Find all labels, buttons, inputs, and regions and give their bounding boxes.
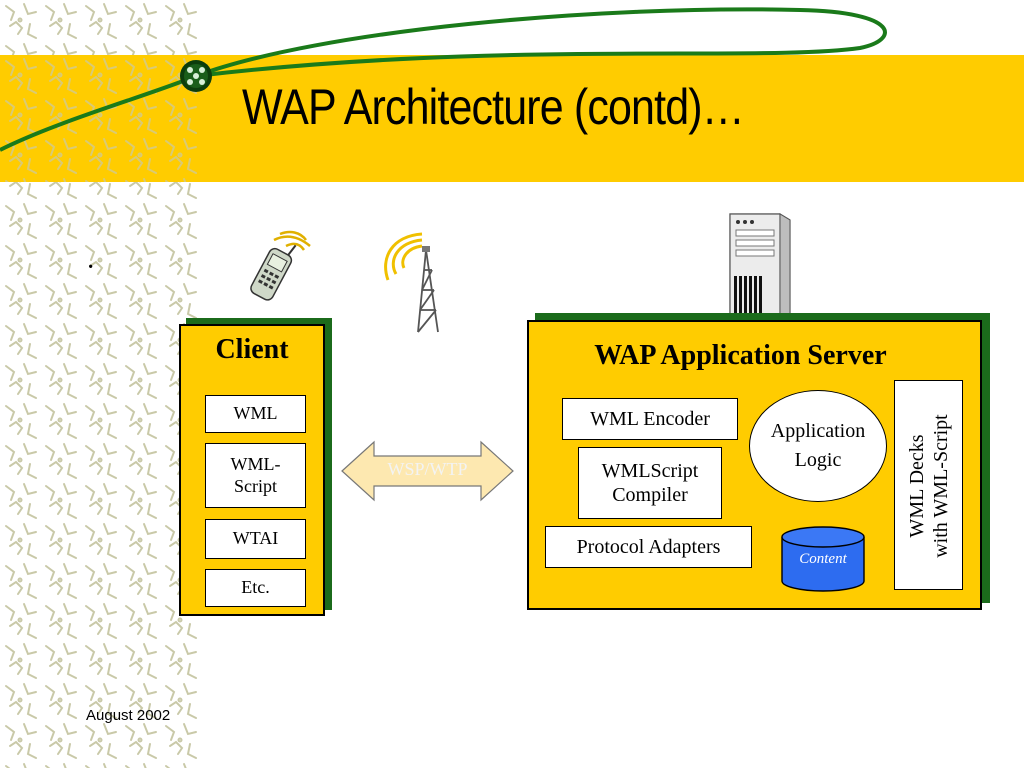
wml-encoder-box: WML Encoder xyxy=(562,398,738,440)
wmlscript-compiler-box: WMLScript Compiler xyxy=(578,447,722,519)
antenna-tower-icon xyxy=(384,232,439,333)
protocol-adapters-box: Protocol Adapters xyxy=(545,526,752,568)
client-title: Client xyxy=(215,334,289,365)
app-logic-line2: Logic xyxy=(794,449,842,471)
application-logic-ellipse: Application Logic xyxy=(749,390,887,502)
client-item-wtai: WTAI xyxy=(205,519,306,559)
client-item-wml: WML xyxy=(205,395,306,433)
client-item-label: WML xyxy=(233,403,278,424)
content-label: Content xyxy=(799,551,847,567)
client-item-etc: Etc. xyxy=(205,569,306,607)
app-logic-line1: Application xyxy=(770,420,866,442)
wml-decks-line1: WML Decks xyxy=(906,434,928,538)
server-computer-icon xyxy=(718,213,795,330)
wsp-wtp-double-arrow xyxy=(341,440,514,502)
cell-phone-icon xyxy=(250,230,311,301)
wmlscript-compiler-line1: WMLScript xyxy=(601,460,699,482)
wmlscript-compiler-line2: Compiler xyxy=(612,484,688,506)
server-title: WAP Application Server xyxy=(594,340,887,371)
wsp-wtp-label: WSP/WTP xyxy=(387,459,468,479)
footer-date: August 2002 xyxy=(86,707,171,724)
content-database-icon xyxy=(781,526,865,592)
protocol-adapters-label: Protocol Adapters xyxy=(576,536,721,558)
client-item-label: WML- Script xyxy=(230,453,281,496)
wml-decks-line2: with WML-Script xyxy=(930,414,952,558)
client-item-label: WTAI xyxy=(232,528,279,549)
title-band-pattern xyxy=(0,55,200,182)
wml-decks-box: WML Decks with WML-Script xyxy=(894,380,963,590)
bullet-point: · xyxy=(86,252,96,283)
wml-encoder-label: WML Encoder xyxy=(590,408,710,430)
slide-title: WAP Architecture (contd)… xyxy=(242,79,745,135)
client-item-label: Etc. xyxy=(241,577,270,598)
client-item-wmlscript: WML- Script xyxy=(205,443,306,508)
